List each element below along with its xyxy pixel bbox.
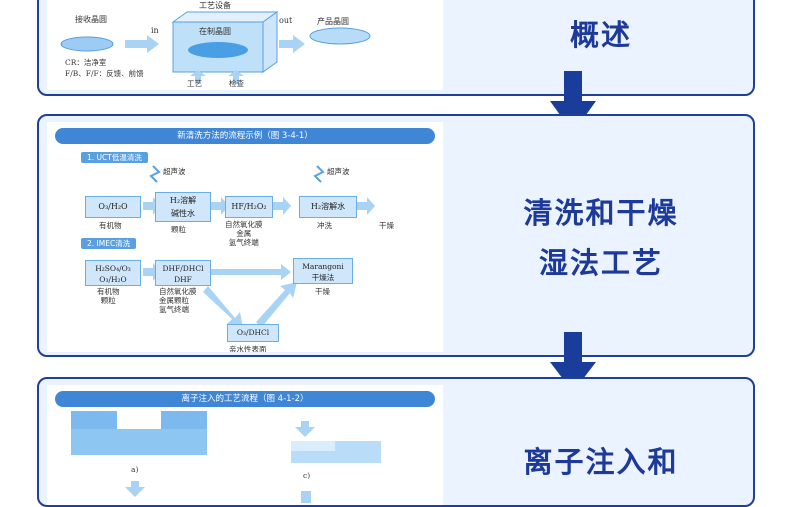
feedback-note: F/B、F/F：反馈、前馈	[65, 69, 144, 78]
particles-note: 颗粒	[171, 225, 186, 234]
organics-note: 有机物	[99, 221, 122, 230]
wafer-in-process-label: 在制晶圆	[199, 27, 231, 36]
h2so4-box: H₂SO₄/O₃ O₃/H₂O	[85, 260, 141, 286]
o3-h2o-box: O₃/H₂O	[85, 196, 141, 218]
process-arrow-icon	[190, 70, 206, 84]
oxide-note: 自然氧化膜 金属 氢气终端	[225, 220, 263, 247]
process-wafer-icon	[188, 42, 248, 58]
organics-particles-note: 有机物 颗粒	[97, 287, 120, 305]
rinse-note: 冲洗	[317, 221, 332, 230]
implant-arrow-icon	[295, 421, 315, 437]
input-wafer-label: 接收晶圆	[75, 15, 107, 24]
cleaning-caption-line1: 清洗和干燥	[523, 196, 679, 230]
h2-water-box: H₂溶解水	[299, 196, 357, 218]
equipment-box-top	[171, 11, 279, 23]
in-arrow-icon	[125, 35, 159, 53]
cleaning-drying-card: 新清洗方法的流程示例（图 3-4-1） 1. UCT低温清洗 2. IMEC清洗…	[37, 114, 755, 357]
process-label: 工艺	[187, 79, 202, 88]
input-wafer-icon	[60, 36, 114, 52]
dry-note: 干燥	[379, 221, 394, 230]
cleaning-caption-line2: 湿法工艺	[538, 246, 663, 280]
marangoni-dry-note: 干燥	[315, 287, 330, 296]
ultrasonic-icon-2	[313, 165, 325, 183]
cr-note: CR：洁净室	[65, 58, 107, 67]
ion-implant-figure: 离子注入的工艺流程（图 4-1-2） a) c)	[47, 385, 443, 505]
out-label: out	[279, 16, 293, 25]
cleaning-flow-figure: 新清洗方法的流程示例（图 3-4-1） 1. UCT低温清洗 2. IMEC清洗…	[47, 122, 443, 352]
hydrophilic-note: 亲水性表面	[229, 345, 267, 352]
inspect-arrow-icon	[228, 70, 244, 84]
equipment-box-side	[262, 11, 278, 73]
ultrasonic-label: 超声波	[163, 167, 186, 176]
dhf-dhcl-box: DHF/DHCl DHF	[155, 260, 211, 286]
equipment-label: 工艺设备	[199, 1, 231, 10]
output-wafer-icon	[309, 27, 371, 45]
down-arrow-icon	[550, 71, 596, 133]
ion-implant-caption: 离子注入和	[523, 445, 679, 479]
ultrasonic-label-2: 超声波	[327, 167, 350, 176]
ion-implant-banner: 离子注入的工艺流程（图 4-1-2）	[55, 391, 435, 407]
figure-a-label: a)	[131, 465, 139, 474]
output-wafer-label: 产品晶圆	[317, 17, 349, 26]
imec-tag: 2. IMEC清洗	[81, 238, 137, 249]
overview-caption: 概述	[569, 18, 632, 52]
h2-alkaline-box: H₂溶解 碱性水	[155, 192, 211, 222]
out-arrow-icon	[279, 35, 305, 53]
ion-implant-diagram	[71, 411, 381, 503]
ultrasonic-icon	[149, 165, 161, 183]
inspect-label: 检查	[229, 79, 244, 88]
overview-card: 接收晶圆 in 工艺设备 在制晶圆 out 产品晶圆 CR：洁净室 F/B、F/…	[37, 0, 755, 96]
figure-c-label: c)	[303, 471, 311, 480]
overview-figure: 接收晶圆 in 工艺设备 在制晶圆 out 产品晶圆 CR：洁净室 F/B、F/…	[47, 0, 443, 90]
in-label: in	[151, 26, 159, 35]
uct-tag: 1. UCT低温清洗	[81, 152, 148, 163]
marangoni-box: Marangoni 干燥法	[293, 258, 353, 284]
ion-implant-card: 离子注入的工艺流程（图 4-1-2） a) c) 离子注入和	[37, 377, 755, 507]
oxide-metal-note: 自然氧化膜 金属颗粒 氢气终端	[159, 287, 197, 314]
hf-h2o2-box: HF/H₂O₂	[225, 196, 273, 218]
cleaning-flow-banner: 新清洗方法的流程示例（图 3-4-1）	[55, 128, 435, 144]
o3-dhcl-box: O₃/DHCl	[227, 324, 279, 342]
overview-diagram	[60, 11, 371, 84]
